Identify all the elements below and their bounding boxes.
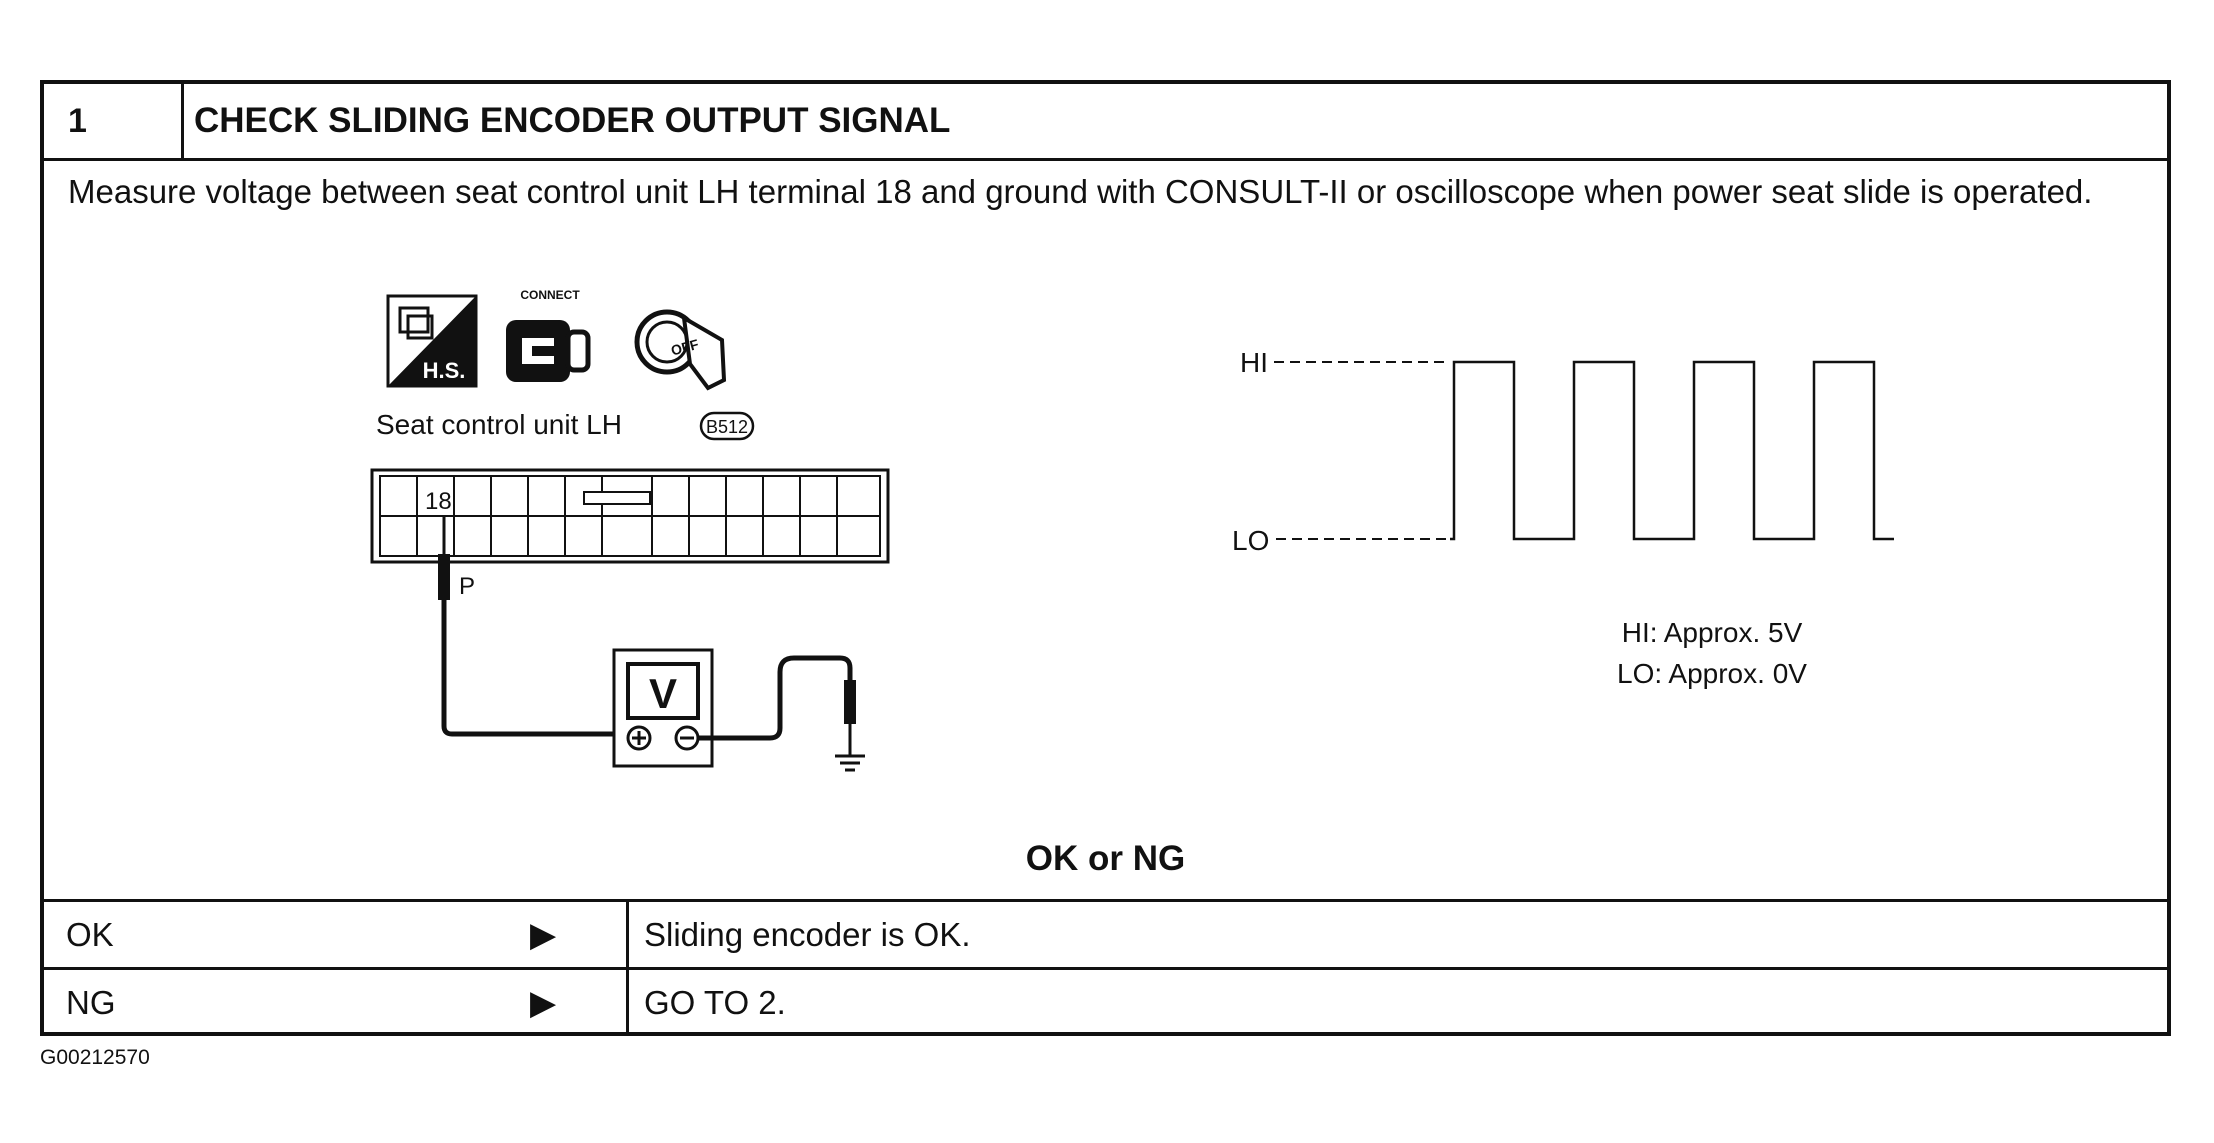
step-title: CHECK SLIDING ENCODER OUTPUT SIGNAL — [194, 101, 951, 140]
connector-code-badge — [699, 411, 755, 441]
figure-code: G00212570 — [40, 1046, 150, 1069]
result-label: OK — [66, 916, 114, 953]
result-action: GO TO 2. — [644, 984, 786, 1021]
ignition-off-icon: OFF — [634, 309, 727, 391]
instruction-text: Measure voltage between seat control uni… — [68, 173, 2093, 210]
step-number: 1 — [44, 84, 184, 158]
ground-icon — [835, 754, 865, 772]
lo-note: LO: Approx. 0V — [1617, 658, 1807, 689]
connector-code: B512 — [706, 417, 748, 437]
signal-waveform — [1274, 360, 1894, 541]
lo-label: LO — [1232, 525, 1269, 556]
arrow-right-icon: ▶ — [530, 984, 557, 1022]
connector-label: Seat control unit LH — [376, 409, 622, 440]
inspection-step-box: 1 CHECK SLIDING ENCODER OUTPUT SIGNAL Me… — [40, 80, 2171, 1036]
probe-lead — [438, 516, 614, 737]
result-label: NG — [66, 984, 116, 1021]
terminal-number: 18 — [425, 488, 452, 515]
ignition-label: OFF — [669, 336, 701, 359]
hi-note: HI: Approx. 5V — [1622, 617, 1803, 648]
connect-label: CONNECT — [520, 288, 580, 302]
meter-label: V — [649, 670, 677, 717]
result-row-ng: NG ▶ GO TO 2. — [44, 967, 2167, 1036]
connect-icon: CONNECT — [506, 288, 591, 382]
step-header: 1 CHECK SLIDING ENCODER OUTPUT SIGNAL — [44, 84, 2167, 161]
column-divider — [626, 899, 629, 968]
harness-label: H.S. — [423, 358, 466, 383]
ground-lead — [698, 655, 856, 756]
result-title: OK or NG — [1025, 839, 1186, 878]
result-action: Sliding encoder is OK. — [644, 916, 971, 953]
connector-body — [370, 468, 890, 564]
result-row-ok: OK ▶ Sliding encoder is OK. — [44, 899, 2167, 968]
voltmeter-icon — [612, 648, 714, 768]
diagram-area: H.S. CONNECT OFF Seat control unit LH B5… — [370, 288, 1894, 772]
column-divider — [626, 967, 629, 1036]
arrow-right-icon: ▶ — [530, 916, 557, 954]
wire-color: P — [459, 573, 475, 600]
hi-label: HI — [1240, 347, 1268, 378]
harness-sign-icon: H.S. — [386, 294, 478, 388]
